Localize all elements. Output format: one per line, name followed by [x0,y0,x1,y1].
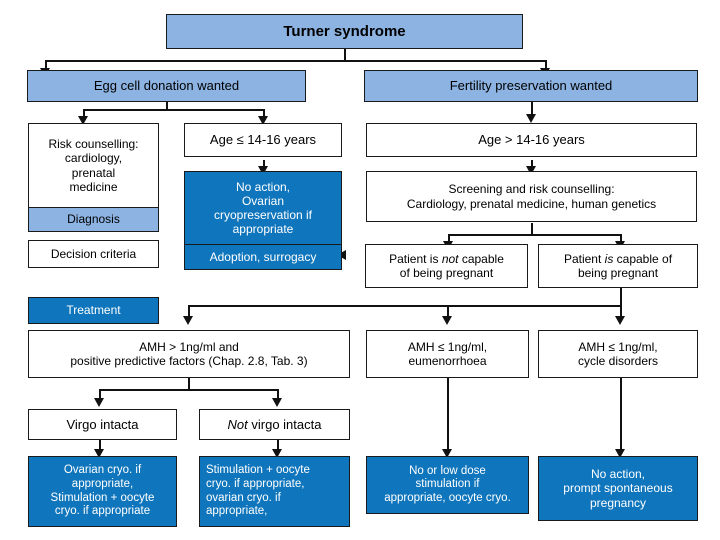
connector-root-stem [344,48,347,62]
node-risk-counselling[interactable]: Risk counselling: cardiology, prenatal m… [28,123,159,208]
node-screening-risk-counselling[interactable]: Screening and risk counselling: Cardiolo… [366,171,697,222]
node-adoption-surrogacy[interactable]: Adoption, surrogacy [184,244,342,270]
connector-amh-high-stem [188,378,191,391]
node-treatment-eumenorrhoea[interactable]: No or low dose stimulation if appropriat… [366,456,529,514]
arrow-to-treat-not-virgo [272,449,282,458]
legend-decision-criteria: Decision criteria [28,240,159,268]
arrow-to-age-gt [526,114,536,123]
node-fertility-preservation-wanted[interactable]: Fertility preservation wanted [364,70,698,102]
arrow-to-no-action-cryo [258,166,268,175]
connector-root-right-drop [545,60,548,70]
arrow-to-not-virgo [272,398,282,407]
arrow-to-treat-virgo [94,449,104,458]
connector-is-capable-stem [620,281,623,307]
connector-virgo-left-drop [99,389,102,401]
arrow-to-treat-cycle [615,449,625,458]
connector-root-bar [45,60,547,63]
connector-eumen-to-treat [447,378,450,452]
arrow-to-risk-counselling [78,116,88,125]
legend-diagnosis: Diagnosis [28,207,159,232]
node-treatment-virgo[interactable]: Ovarian cryo. if appropriate, Stimulatio… [28,456,177,527]
node-not-virgo-intacta[interactable]: Not virgo intacta [199,409,350,440]
connector-fertility-stem [531,101,534,115]
connector-amh-eumen-drop [447,305,450,319]
node-turner-syndrome[interactable]: Turner syndrome [166,14,523,49]
connector-virgo-bar [99,389,279,392]
connector-treatment-bar [188,305,622,308]
connector-age-le-drop [263,109,266,118]
arrow-to-amh-eumen [442,316,452,325]
connector-egg-bar [83,109,168,112]
arrow-to-screening [526,166,536,175]
node-amh-high-positive-factors[interactable]: AMH > 1ng/ml and positive predictive fac… [28,330,350,378]
connector-amh-high-drop [188,305,191,319]
connector-virgo-to-treat [99,440,102,452]
node-patient-not-capable[interactable]: Patient is not capable of being pregnant [365,244,528,288]
node-patient-not-capable-label: Patient is not capable of being pregnant [389,251,504,280]
node-age-le-14-16[interactable]: Age ≤ 14-16 years [184,123,342,157]
node-amh-low-eumenorrhoea[interactable]: AMH ≤ 1ng/ml, eumenorrhoea [366,330,529,378]
connector-egg-to-age-le [166,109,265,112]
arrow-to-age-le [258,116,268,125]
connector-amh-cycle-drop [620,305,623,319]
emphasis-not-virgo: Not [227,416,248,432]
node-no-action-ovarian-cryopreservation[interactable]: No action, Ovarian cryopreservation if a… [184,171,342,245]
arrow-to-virgo [94,398,104,407]
node-egg-cell-donation-wanted[interactable]: Egg cell donation wanted [27,70,306,102]
connector-not-virgo-to-treat [277,440,280,452]
connector-virgo-right-drop [277,389,280,401]
emphasis-is: is [604,251,614,266]
connector-screening-stem [531,223,534,236]
connector-screening-bar [448,234,622,237]
connector-egg-stem [166,101,169,111]
emphasis-not: not [441,251,459,266]
node-treatment-not-virgo[interactable]: Stimulation + oocyte cryo. if appropriat… [199,456,350,527]
arrow-to-amh-cycle [615,316,625,325]
connector-age-gt-to-screening [531,160,534,169]
connector-root-left-drop [45,60,48,70]
connector-cycle-to-treat [620,378,623,452]
connector-egg-left-drop [83,109,86,118]
connector-age-le-to-cryo [263,160,266,169]
connector-screening-right-drop [620,234,623,244]
legend-treatment: Treatment [28,297,159,324]
arrow-to-treat-eumen [442,449,452,458]
node-treatment-cycle-disorders[interactable]: No action, prompt spontaneous pregnancy [538,456,698,521]
node-patient-is-capable[interactable]: Patient is capable of being pregnant [538,244,698,288]
node-virgo-intacta[interactable]: Virgo intacta [28,409,177,440]
node-age-gt-14-16[interactable]: Age > 14-16 years [366,123,697,157]
node-not-virgo-intacta-label: Not virgo intacta [227,416,322,432]
arrow-to-amh-high [183,316,193,325]
node-patient-is-capable-label: Patient is capable of being pregnant [563,251,673,280]
node-amh-low-cycle-disorders[interactable]: AMH ≤ 1ng/ml, cycle disorders [538,330,698,378]
connector-screening-left-drop [448,234,451,244]
